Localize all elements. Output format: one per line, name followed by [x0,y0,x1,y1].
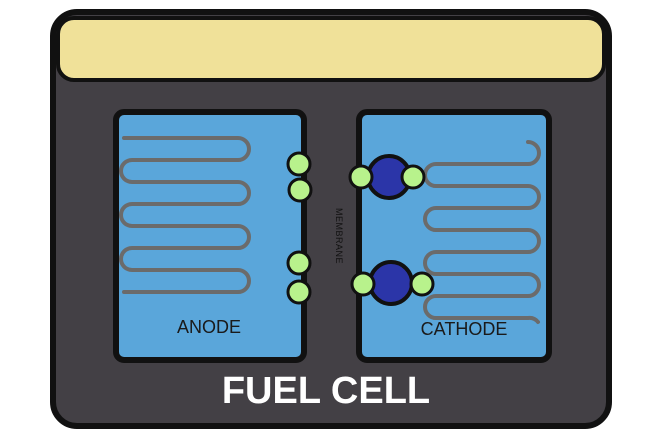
cathode-label: CATHODE [421,319,508,339]
anode-label: ANODE [177,317,241,337]
anode-flow-channel [119,136,251,294]
cathode-particle-3 [350,271,376,297]
fuel-cell-title: FUEL CELL [222,370,430,412]
cathode-large-particle-2 [368,260,414,306]
cathode-flow-channel [423,140,541,324]
cathode-particle-1 [348,164,374,190]
cathode-particle-4 [409,271,435,297]
cathode-particle-2 [400,164,426,190]
anode-particle-2 [287,177,313,203]
membrane-label: MEMBRANE [334,208,344,264]
anode-particle-4 [286,279,312,305]
anode-particle-3 [286,250,312,276]
anode-compartment [113,109,307,363]
fuel-cell-top-band [56,16,606,82]
anode-particle-1 [286,151,312,177]
